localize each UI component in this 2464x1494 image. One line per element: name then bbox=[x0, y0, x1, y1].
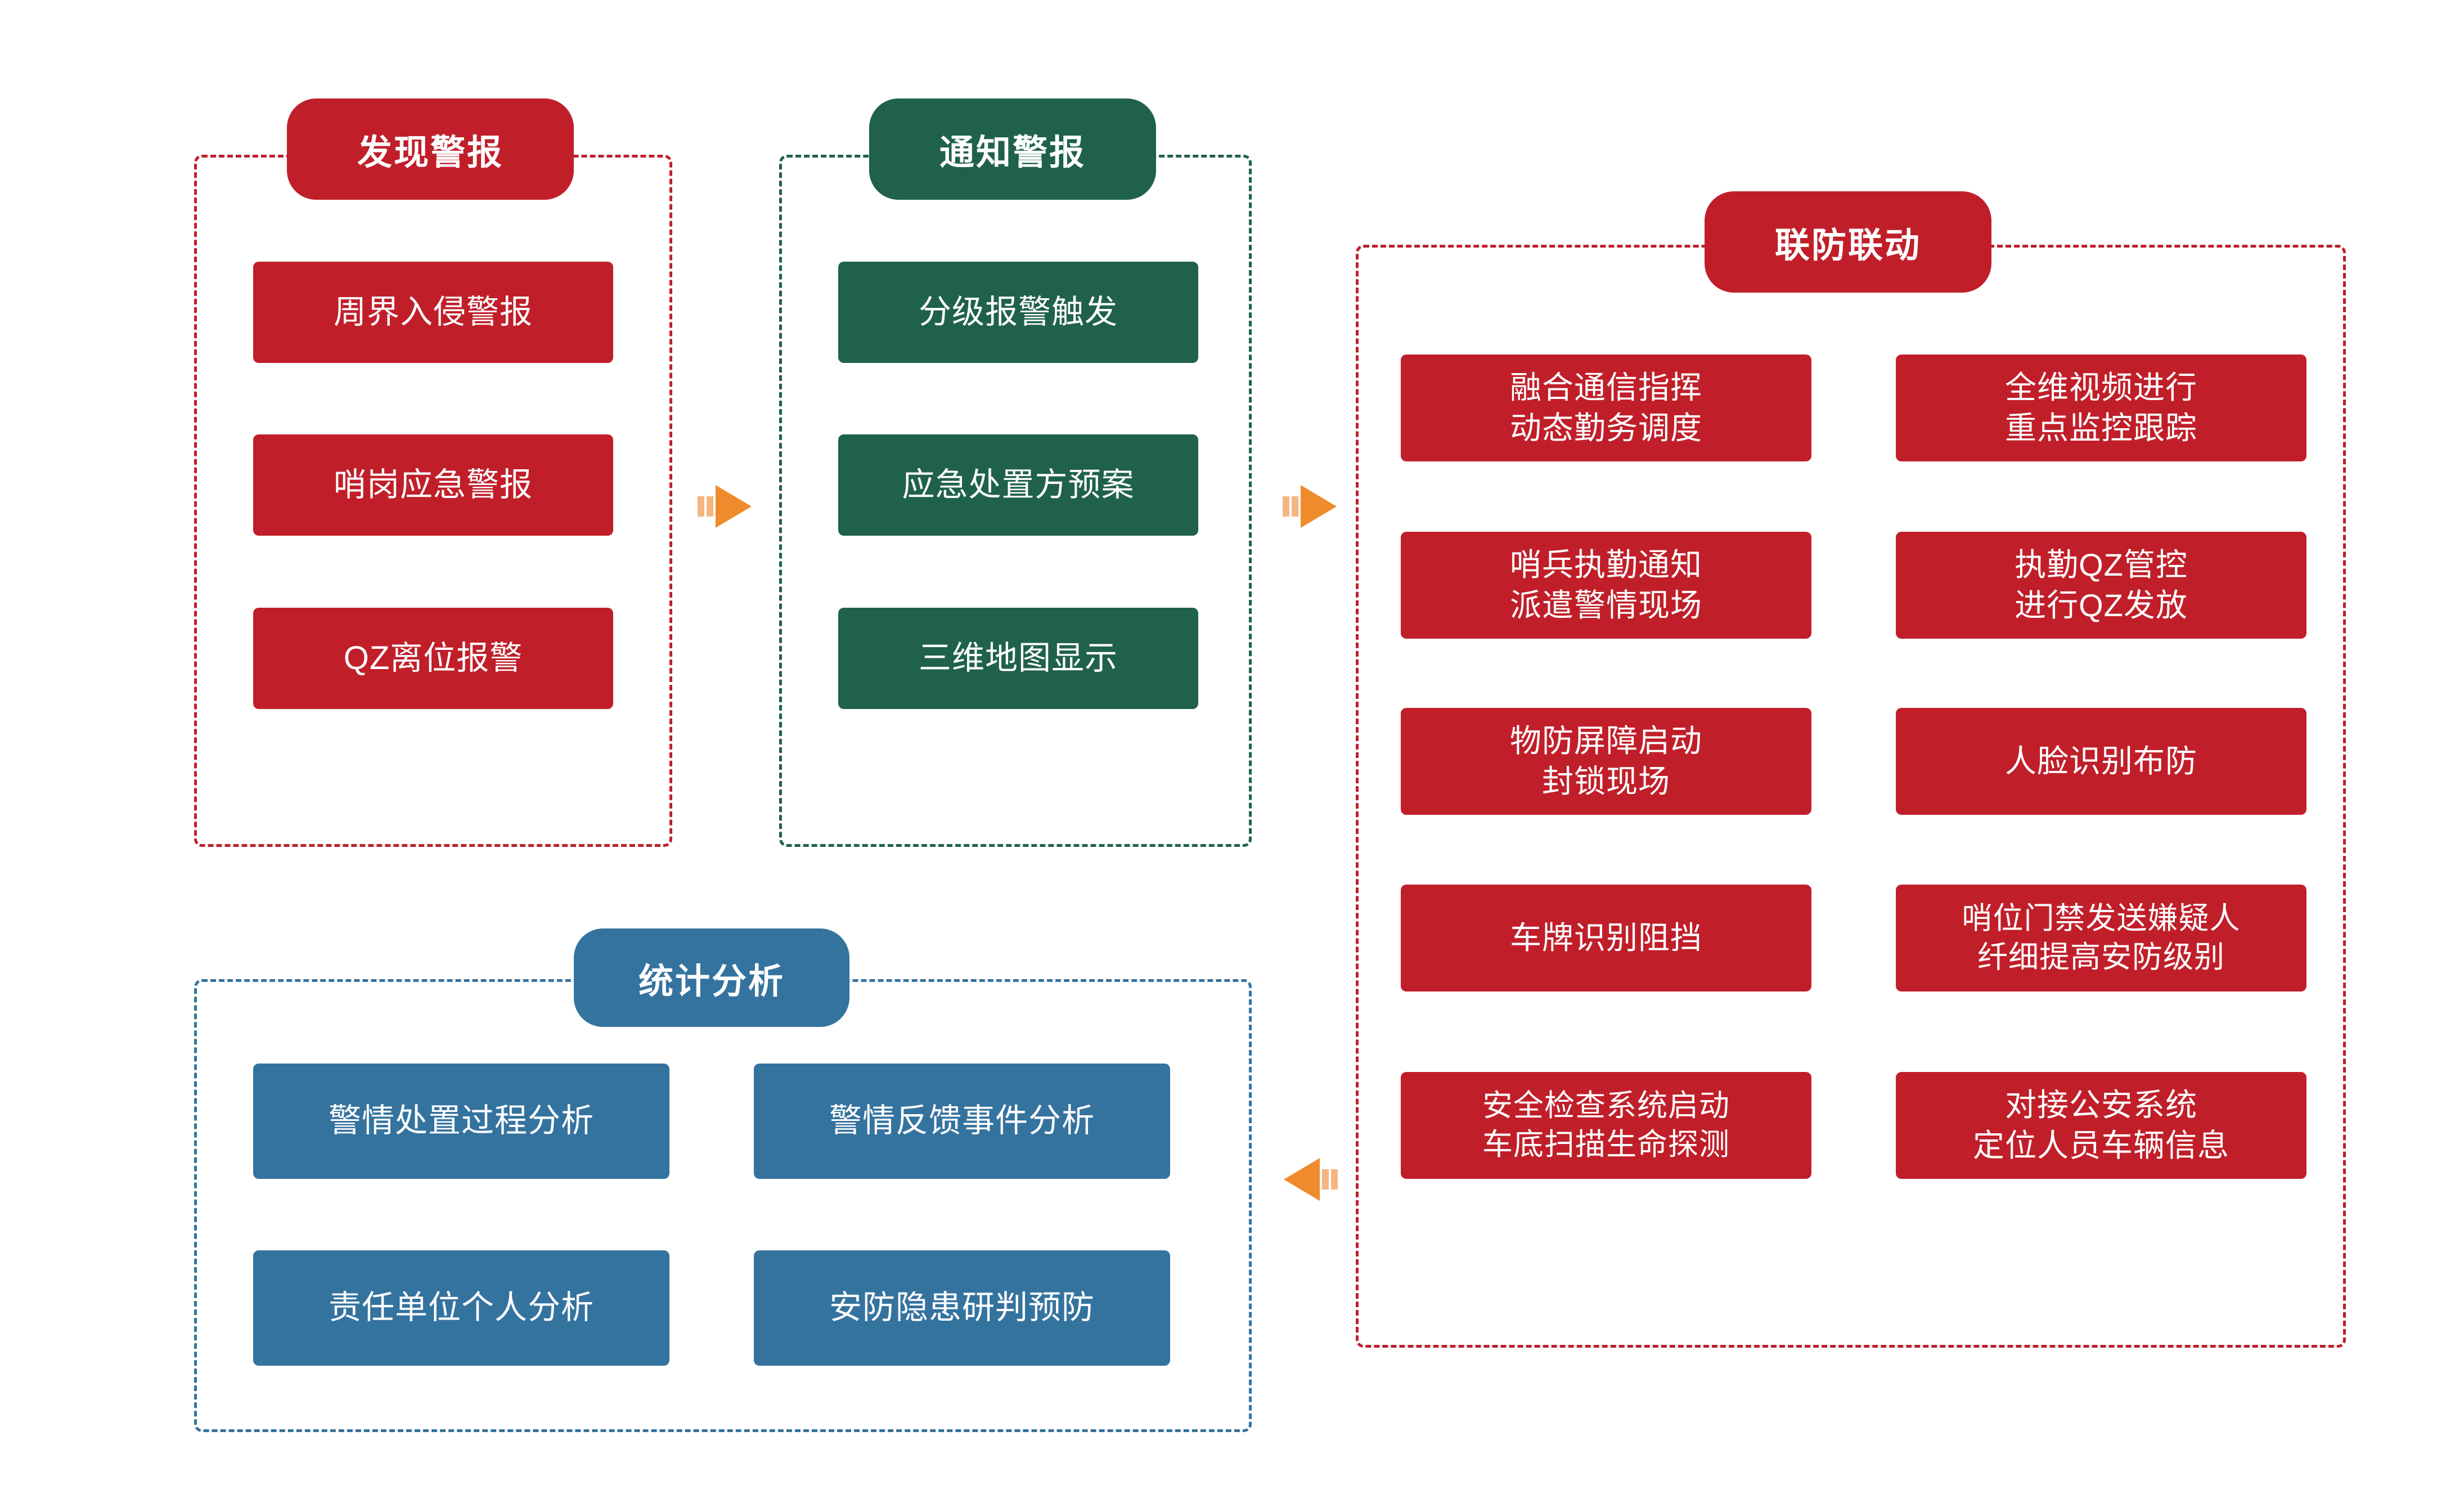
item-label: 责任单位个人分析 bbox=[328, 1289, 594, 1326]
item-line: 动态勤务调度 bbox=[1510, 410, 1702, 446]
arrow-discover-to-notify bbox=[698, 482, 754, 531]
item-statistics-3[interactable]: 安防隐患研判预防 bbox=[754, 1250, 1170, 1366]
arrow-right-icon bbox=[698, 485, 752, 528]
item-line: 车牌识别阻挡 bbox=[1510, 920, 1702, 956]
item-line: 定位人员车辆信息 bbox=[1973, 1128, 2229, 1163]
item-line: 哨位门禁发送嫌疑人 bbox=[1962, 901, 2241, 935]
item-label: 应急处置方预案 bbox=[902, 466, 1135, 503]
item-joint-defense-8[interactable]: 安全检查系统启动 车底扫描生命探测 bbox=[1401, 1072, 1811, 1179]
item-label: 执勤QZ管控 进行QZ发放 bbox=[2015, 545, 2188, 625]
item-statistics-2[interactable]: 责任单位个人分析 bbox=[253, 1250, 669, 1366]
item-joint-defense-5[interactable]: 人脸识别布防 bbox=[1896, 708, 2306, 815]
group-header-joint-defense-label: 联防联动 bbox=[1774, 226, 1921, 265]
group-header-notify-label: 通知警报 bbox=[939, 133, 1086, 172]
item-joint-defense-2[interactable]: 哨兵执勤通知 派遣警情现场 bbox=[1401, 532, 1811, 639]
group-header-statistics[interactable]: 统计分析 bbox=[574, 928, 849, 1027]
item-label: 警情反馈事件分析 bbox=[829, 1102, 1095, 1139]
item-label: 物防屏障启动 封锁现场 bbox=[1510, 721, 1702, 801]
arrow-right-icon bbox=[1283, 485, 1337, 528]
item-label: 安防隐患研判预防 bbox=[829, 1289, 1095, 1326]
item-joint-defense-4[interactable]: 物防屏障启动 封锁现场 bbox=[1401, 708, 1811, 815]
item-label: 全维视频进行 重点监控跟踪 bbox=[2005, 367, 2197, 448]
item-joint-defense-7[interactable]: 哨位门禁发送嫌疑人 纤细提高安防级别 bbox=[1896, 885, 2306, 991]
item-line: 全维视频进行 bbox=[2005, 370, 2197, 406]
item-label: 车牌识别阻挡 bbox=[1510, 918, 1702, 958]
item-label: 哨位门禁发送嫌疑人 纤细提高安防级别 bbox=[1962, 899, 2241, 977]
item-line: 纤细提高安防级别 bbox=[1977, 940, 2225, 974]
item-joint-defense-3[interactable]: 执勤QZ管控 进行QZ发放 bbox=[1896, 532, 2306, 639]
arrow-joint-defense-to-statistics bbox=[1282, 1155, 1338, 1204]
item-discover-2[interactable]: QZ离位报警 bbox=[253, 608, 613, 709]
item-line: 对接公安系统 bbox=[2005, 1087, 2197, 1123]
item-joint-defense-6[interactable]: 车牌识别阻挡 bbox=[1401, 885, 1811, 991]
item-line: 派遣警情现场 bbox=[1510, 587, 1702, 623]
item-line: 融合通信指挥 bbox=[1510, 370, 1702, 406]
arrow-left-icon bbox=[1284, 1158, 1338, 1201]
item-notify-1[interactable]: 应急处置方预案 bbox=[838, 434, 1198, 536]
item-label: 警情处置过程分析 bbox=[328, 1102, 594, 1139]
item-line: 重点监控跟踪 bbox=[2005, 410, 2197, 446]
item-label: 分级报警触发 bbox=[918, 293, 1118, 330]
item-label: 哨兵执勤通知 派遣警情现场 bbox=[1510, 545, 1702, 625]
group-header-statistics-label: 统计分析 bbox=[638, 962, 785, 1001]
item-label: 周界入侵警报 bbox=[333, 293, 533, 330]
item-line: 车底扫描生命探测 bbox=[1482, 1128, 1730, 1161]
group-header-discover-label: 发现警报 bbox=[357, 133, 503, 172]
item-line: 哨兵执勤通知 bbox=[1510, 547, 1702, 583]
item-label: 融合通信指挥 动态勤务调度 bbox=[1510, 367, 1702, 448]
item-discover-0[interactable]: 周界入侵警报 bbox=[253, 262, 613, 363]
item-statistics-0[interactable]: 警情处置过程分析 bbox=[253, 1064, 669, 1179]
item-label: 人脸识别布防 bbox=[2005, 741, 2197, 782]
item-notify-0[interactable]: 分级报警触发 bbox=[838, 262, 1198, 363]
item-line: 进行QZ发放 bbox=[2015, 587, 2188, 623]
item-label: 安全检查系统启动 车底扫描生命探测 bbox=[1482, 1087, 1730, 1164]
item-line: 执勤QZ管控 bbox=[2015, 547, 2188, 583]
item-label: QZ离位报警 bbox=[343, 639, 523, 676]
item-label: 哨岗应急警报 bbox=[333, 466, 533, 503]
item-discover-1[interactable]: 哨岗应急警报 bbox=[253, 434, 613, 536]
item-label: 对接公安系统 定位人员车辆信息 bbox=[1973, 1085, 2229, 1165]
item-line: 封锁现场 bbox=[1542, 764, 1670, 799]
item-joint-defense-1[interactable]: 全维视频进行 重点监控跟踪 bbox=[1896, 355, 2306, 461]
item-line: 安全检查系统启动 bbox=[1482, 1088, 1730, 1123]
item-statistics-1[interactable]: 警情反馈事件分析 bbox=[754, 1064, 1170, 1179]
item-joint-defense-0[interactable]: 融合通信指挥 动态勤务调度 bbox=[1401, 355, 1811, 461]
item-line: 物防屏障启动 bbox=[1510, 723, 1702, 759]
item-joint-defense-9[interactable]: 对接公安系统 定位人员车辆信息 bbox=[1896, 1072, 2306, 1179]
arrow-notify-to-joint-defense bbox=[1283, 482, 1339, 531]
item-notify-2[interactable]: 三维地图显示 bbox=[838, 608, 1198, 709]
item-line: 人脸识别布防 bbox=[2005, 743, 2197, 779]
group-header-notify[interactable]: 通知警报 bbox=[869, 98, 1156, 200]
item-label: 三维地图显示 bbox=[918, 639, 1118, 676]
group-header-joint-defense[interactable]: 联防联动 bbox=[1705, 191, 1991, 293]
group-header-discover[interactable]: 发现警报 bbox=[287, 98, 574, 200]
